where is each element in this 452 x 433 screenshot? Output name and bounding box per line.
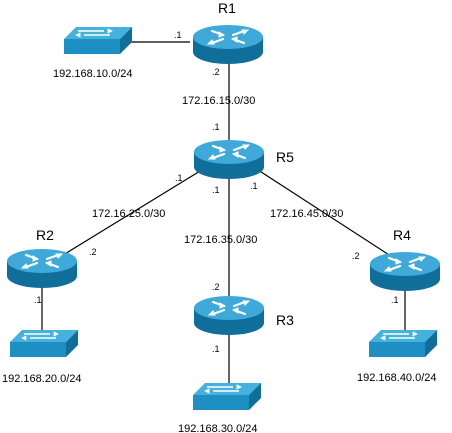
router-r2-label: R2 [36,227,54,243]
switch-sw2-icon[interactable] [9,329,79,358]
subnet-r5-r4-label: 172.16.45.0/30 [270,208,343,220]
link-r5-r2 [54,167,206,261]
subnet-r5-r3-label: 172.16.35.0/30 [184,234,257,246]
router-r4-label: R4 [393,227,411,243]
subnet-sw1-label: 192.168.10.0/24 [53,68,133,80]
ip-r5-r2-end: .1 [175,173,183,183]
ip-r1-r5-end: .2 [212,67,220,77]
ip-r5-r3-end: .1 [212,185,220,195]
ip-r4-r5-end: .2 [352,251,360,261]
switch-sw3-icon[interactable] [192,382,262,411]
subnet-sw4-label: 192.168.40.0/24 [357,372,437,384]
ip-r4-sw4-end: .1 [391,295,399,305]
router-r1-icon[interactable] [191,23,265,66]
router-r5-label: R5 [276,149,294,165]
router-r5-icon[interactable] [192,138,266,181]
subnet-r5-r2-label: 172.16.25.0/30 [92,208,165,220]
router-r1-label: R1 [218,0,236,16]
ip-r2-r5-end: .2 [89,247,97,257]
switch-sw4-icon[interactable] [368,329,438,358]
subnet-r1-r5-label: 172.16.15.0/30 [182,95,255,107]
router-r3-icon[interactable] [192,294,266,337]
router-r2-icon[interactable] [5,247,79,290]
ip-r3-sw3-end: .1 [212,344,220,354]
ip-r5-r4-end: .1 [250,181,258,191]
subnet-sw2-label: 192.168.20.0/24 [2,373,82,385]
link-r5-r4 [254,167,401,263]
router-r3-label: R3 [276,312,294,328]
ip-r3-r5-end: .2 [212,282,220,292]
subnet-sw3-label: 192.168.30.0/24 [178,423,258,433]
switch-sw1-icon[interactable] [63,26,133,55]
ip-r5-r1-end: .1 [212,122,220,132]
ip-r1-sw1-end: .1 [174,30,182,40]
router-r4-icon[interactable] [368,250,442,293]
ip-r2-sw2-end: .1 [34,295,42,305]
